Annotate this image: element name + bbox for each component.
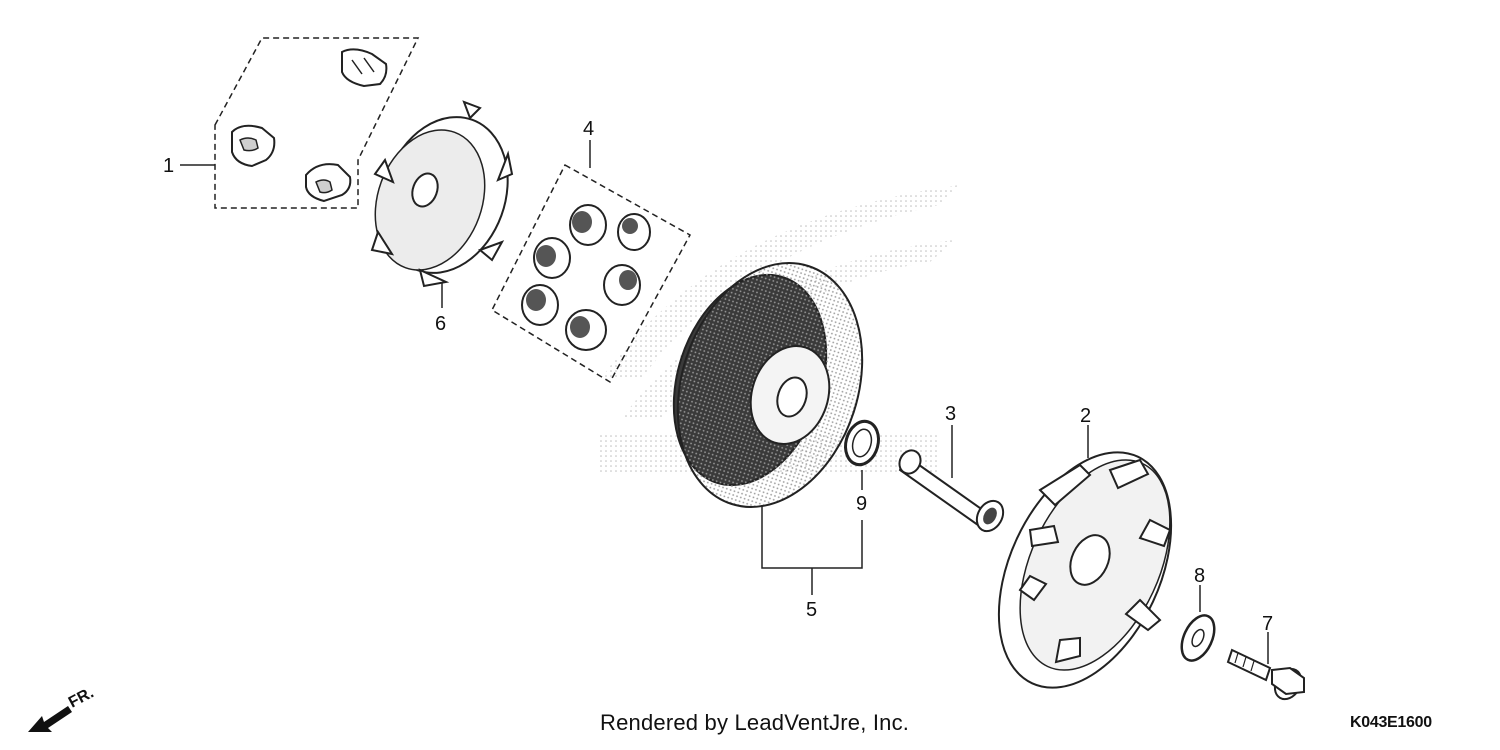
part-6-ramp-plate <box>370 100 514 308</box>
part-1-group <box>180 37 420 209</box>
part-4-roller-set <box>491 140 692 384</box>
roller <box>617 213 651 251</box>
roller <box>603 264 641 306</box>
callout-2: 2 <box>1080 405 1091 427</box>
part-9-seal-ring <box>844 419 880 490</box>
callout-9: 9 <box>856 493 867 515</box>
callout-1: 1 <box>163 155 174 177</box>
front-direction-indicator: FR. <box>20 682 130 747</box>
part-5-drive-face <box>672 262 864 595</box>
callout-8: 8 <box>1194 565 1205 587</box>
slider-piece <box>231 124 276 168</box>
callout-7: 7 <box>1262 613 1273 635</box>
part-8-washer <box>1180 585 1216 662</box>
slider-piece <box>305 163 352 203</box>
part-2-drive-fan <box>997 425 1173 689</box>
roller <box>521 284 559 326</box>
roller <box>565 309 607 351</box>
part-3-collar <box>898 425 1005 533</box>
slider-piece <box>341 48 388 88</box>
callout-5: 5 <box>806 599 817 621</box>
callout-3: 3 <box>945 403 956 425</box>
front-arrow-icon: FR. <box>28 684 97 732</box>
part-7-bolt <box>1226 632 1305 701</box>
roller <box>569 204 607 246</box>
diagram-code: K043E1600 <box>1350 714 1432 731</box>
rendered-by-credit: Rendered by LeadVentJre, Inc. <box>600 710 910 735</box>
front-label: FR. <box>66 684 97 711</box>
callout-4: 4 <box>583 118 594 140</box>
roller <box>533 237 571 279</box>
callout-6: 6 <box>435 313 446 335</box>
